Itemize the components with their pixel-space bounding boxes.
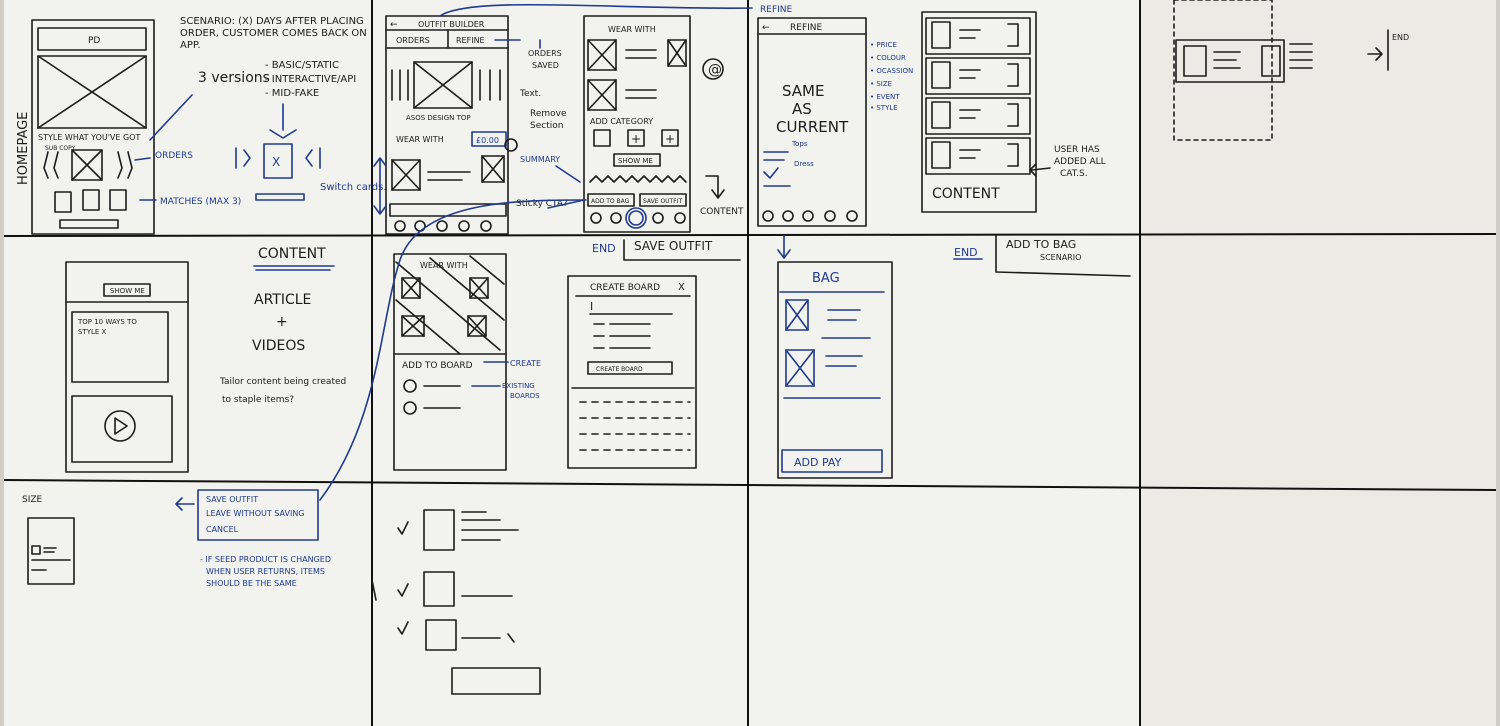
bag-title: BAG bbox=[812, 271, 840, 286]
filter-colour: • COLOUR bbox=[870, 54, 906, 62]
existing-boards-2: BOARDS bbox=[510, 392, 540, 400]
article-title-2: STYLE X bbox=[78, 328, 107, 336]
version-2: - INTERACTIVE/API bbox=[265, 74, 356, 85]
scenario-line1: SCENARIO: (X) DAYS AFTER PLACING bbox=[180, 16, 364, 27]
add-to-bag-line2: SCENARIO bbox=[1040, 253, 1081, 262]
end-label-bag: END bbox=[954, 246, 978, 259]
save-outfit-title: SAVE OUTFIT bbox=[634, 239, 713, 253]
refine-top-label: REFINE bbox=[760, 5, 793, 15]
version-1: - BASIC/STATIC bbox=[265, 60, 339, 71]
save-menu-item-1: SAVE OUTFIT bbox=[206, 495, 258, 504]
homepage-label: HOMEPAGE bbox=[16, 112, 31, 185]
filter-size: • SIZE bbox=[870, 80, 892, 88]
plus-icon: + bbox=[631, 132, 641, 146]
scenario-line2: ORDER, CUSTOMER COMES BACK ON bbox=[180, 28, 367, 39]
scenario-line3: APP. bbox=[180, 40, 201, 51]
create-note: CREATE bbox=[510, 359, 541, 368]
end-label-save: END bbox=[592, 242, 616, 255]
card-x-icon: X bbox=[272, 155, 280, 169]
remove-section-note: Remove bbox=[530, 109, 567, 119]
versions-label: 3 versions bbox=[198, 70, 270, 86]
save-menu-item-3: CANCEL bbox=[206, 525, 239, 534]
same-line-1: SAME bbox=[782, 82, 824, 100]
filter-ocassion: • OCASSION bbox=[870, 67, 913, 75]
filter-event: • EVENT bbox=[870, 93, 900, 101]
plus-icon-2: + bbox=[665, 132, 675, 146]
orders-tab: ORDERS bbox=[396, 36, 430, 45]
refine-title: REFINE bbox=[790, 23, 823, 33]
orders-saved-note: ORDERS bbox=[528, 49, 562, 58]
back-arrow-icon-2: ← bbox=[762, 23, 770, 33]
seed-note-1: - IF SEED PRODUCT IS CHANGED bbox=[200, 555, 331, 564]
outfit-builder-title: OUTFIT BUILDER bbox=[418, 20, 485, 29]
add-to-board-label: ADD TO BOARD bbox=[402, 361, 473, 371]
add-to-bag-line1: ADD TO BAG bbox=[1006, 238, 1076, 251]
pay-button: ADD PAY bbox=[794, 456, 842, 469]
tailor-note-2: to staple items? bbox=[222, 395, 294, 405]
videos-label: VIDEOS bbox=[252, 338, 305, 354]
text-note: Text. bbox=[519, 89, 541, 99]
summary-note: SUMMARY bbox=[520, 155, 560, 164]
end-label-top: END bbox=[1392, 33, 1409, 42]
seed-note-2: WHEN USER RETURNS, ITEMS bbox=[206, 567, 325, 576]
price-label: £0.00 bbox=[476, 136, 499, 145]
refine-tab: REFINE bbox=[456, 36, 485, 45]
tailor-note-1: Tailor content being created bbox=[219, 377, 346, 387]
filter-style: • STYLE bbox=[870, 104, 898, 112]
remove-section-note-2: Section bbox=[530, 121, 563, 131]
content-label: CONTENT bbox=[932, 186, 1000, 202]
tops-label: Tops bbox=[791, 140, 808, 148]
add-category-label: ADD CATEGORY bbox=[590, 117, 653, 126]
article-label: ARTICLE bbox=[254, 292, 311, 308]
create-board-title: CREATE BOARD bbox=[590, 283, 660, 293]
orders-annotation: ORDERS bbox=[155, 151, 193, 161]
sub-copy: SUB COPY bbox=[45, 145, 76, 152]
same-line-3: CURRENT bbox=[776, 118, 849, 136]
show-me-label: SHOW ME bbox=[110, 287, 145, 295]
close-icon: X bbox=[678, 282, 685, 293]
plus-label: + bbox=[276, 314, 288, 330]
user-note-1: USER HAS bbox=[1054, 145, 1100, 155]
add-to-bag-button: ADD TO BAG bbox=[591, 198, 630, 205]
pd-label: PD bbox=[88, 36, 100, 46]
size-label: SIZE bbox=[22, 495, 43, 505]
same-line-2: AS bbox=[792, 100, 812, 118]
existing-boards-1: EXISTING bbox=[502, 382, 535, 390]
product-name: ASOS DESIGN TOP bbox=[406, 114, 471, 122]
board-right-panel bbox=[1140, 0, 1496, 726]
user-note-3: CAT.S. bbox=[1060, 169, 1088, 179]
save-outfit-button: SAVE OUTFIT bbox=[643, 198, 682, 205]
version-3: - MID-FAKE bbox=[265, 88, 319, 99]
wear-with-title: WEAR WITH bbox=[608, 25, 656, 34]
article-title-1: TOP 10 WAYS TO bbox=[77, 318, 137, 326]
matches-annotation: MATCHES (MAX 3) bbox=[160, 197, 241, 207]
back-arrow-icon: ← bbox=[390, 20, 398, 30]
user-note-2: ADDED ALL bbox=[1054, 157, 1106, 167]
text-cursor: I bbox=[590, 300, 593, 313]
save-menu-item-2: LEAVE WITHOUT SAVING bbox=[206, 509, 305, 518]
switch-cards-note: Switch cards. bbox=[320, 182, 387, 193]
wear-with-label: WEAR WITH bbox=[396, 135, 444, 144]
content-note: CONTENT bbox=[700, 207, 744, 217]
content-heading: CONTENT bbox=[258, 246, 326, 262]
filter-price: • PRICE bbox=[870, 41, 897, 49]
orders-saved-note-2: SAVED bbox=[532, 61, 559, 70]
dress-label: Dress bbox=[794, 160, 814, 168]
create-board-button: CREATE BOARD bbox=[596, 366, 643, 373]
seed-note-3: SHOULD BE THE SAME bbox=[206, 579, 297, 588]
style-text: STYLE WHAT YOU'VE GOT bbox=[38, 133, 140, 142]
show-me-button: SHOW ME bbox=[618, 157, 653, 165]
